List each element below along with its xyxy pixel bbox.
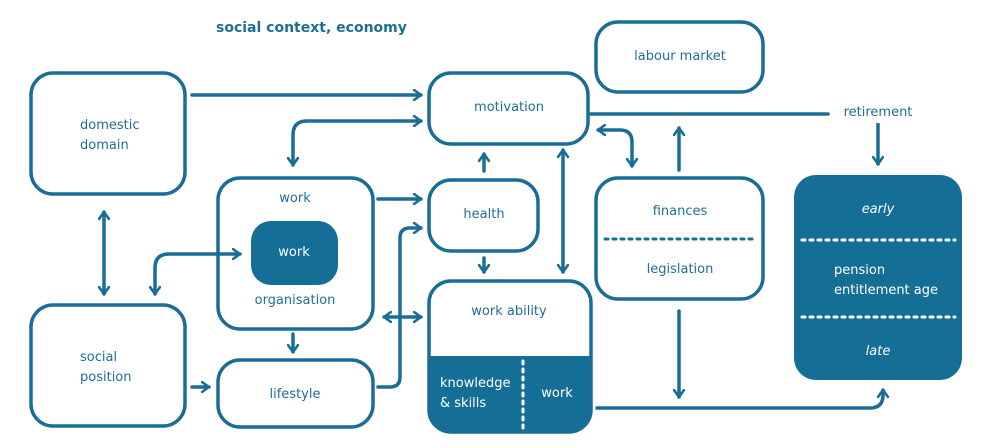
health-box (427, 178, 540, 253)
motivation-box (427, 71, 590, 146)
legislation-label: legislation (646, 262, 714, 277)
work-ability-box (427, 279, 593, 434)
motivation-label: motivation (474, 100, 544, 115)
lifestyle-label: lifestyle (269, 387, 321, 402)
inner-work-box (251, 221, 338, 285)
arrow-motivation-finances (596, 130, 632, 168)
arrow-workability-to-retirement (595, 388, 883, 410)
arrow-lifestyle-to-health (376, 228, 423, 389)
work-ability-fill (429, 356, 591, 432)
health-label: health (463, 207, 505, 222)
domestic-domain-box (29, 71, 187, 196)
finances-label: finances (652, 204, 708, 219)
lifestyle-box (216, 358, 375, 429)
work-organisation-top-label: work (279, 191, 311, 206)
inner-work-label: work (278, 245, 310, 260)
arrow-inner-work-social (155, 254, 242, 296)
labour-market-box (594, 20, 765, 94)
arrow-motivation-work-organisation (293, 121, 423, 167)
social-position-box (29, 303, 187, 428)
diagram-title: social context, economy (216, 20, 407, 36)
retirement-box (794, 175, 962, 380)
early-label: early (861, 202, 895, 217)
social-position-label: social position (80, 350, 132, 385)
work-organisation-bottom-label: organisation (254, 293, 336, 308)
finances-legislation-box (594, 176, 765, 301)
domestic-domain-label: domestic domain (80, 118, 140, 153)
retirement-label: retirement (837, 103, 919, 123)
work-ability-label: work ability (471, 304, 547, 319)
labour-market-label: labour market (634, 49, 726, 64)
pension-entitlement-age-label: pension entitlement age (834, 263, 938, 298)
knowledge-skills-label: knowledge & skills (440, 376, 511, 411)
late-label: late (865, 344, 891, 359)
work-ability-work-label: work (541, 386, 573, 401)
